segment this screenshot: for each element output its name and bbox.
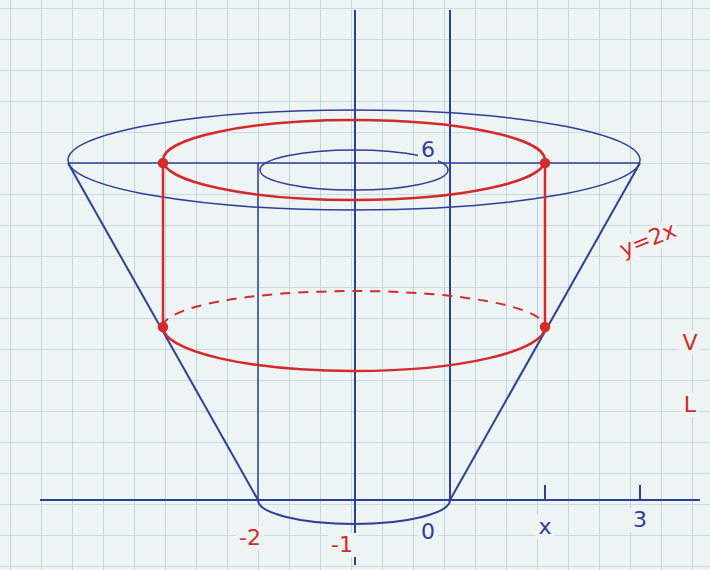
axis-value: 0 — [418, 520, 438, 544]
shell-bottom-front — [163, 327, 545, 371]
top-ellipse — [68, 110, 640, 210]
line-equation: y=2x — [614, 217, 683, 263]
shell-wall — [544, 163, 547, 327]
axis-value: -2 — [236, 526, 264, 550]
shell-bottom-back — [163, 291, 545, 327]
top-diameter — [68, 162, 640, 164]
frustum-side — [68, 163, 258, 500]
dot — [541, 159, 549, 167]
frustum-side — [450, 163, 640, 500]
dot — [159, 323, 167, 331]
dot — [159, 159, 167, 167]
axis-value: x — [535, 515, 554, 539]
axis-value: -1 — [328, 533, 356, 557]
height-value: 6 — [418, 138, 438, 162]
tick — [639, 485, 641, 500]
dot — [541, 323, 549, 331]
margin-note: V — [679, 331, 700, 355]
y-axis — [449, 10, 451, 500]
shell-top — [163, 120, 545, 200]
axis-value: 3 — [630, 508, 650, 532]
rotation-axis — [354, 10, 356, 565]
shell-wall — [162, 163, 165, 327]
margin-note: L — [681, 393, 699, 417]
x-axis — [40, 499, 700, 501]
blue-figure — [40, 10, 700, 565]
inner-wall — [257, 163, 259, 500]
tick — [544, 485, 546, 500]
red-shell — [159, 120, 549, 371]
